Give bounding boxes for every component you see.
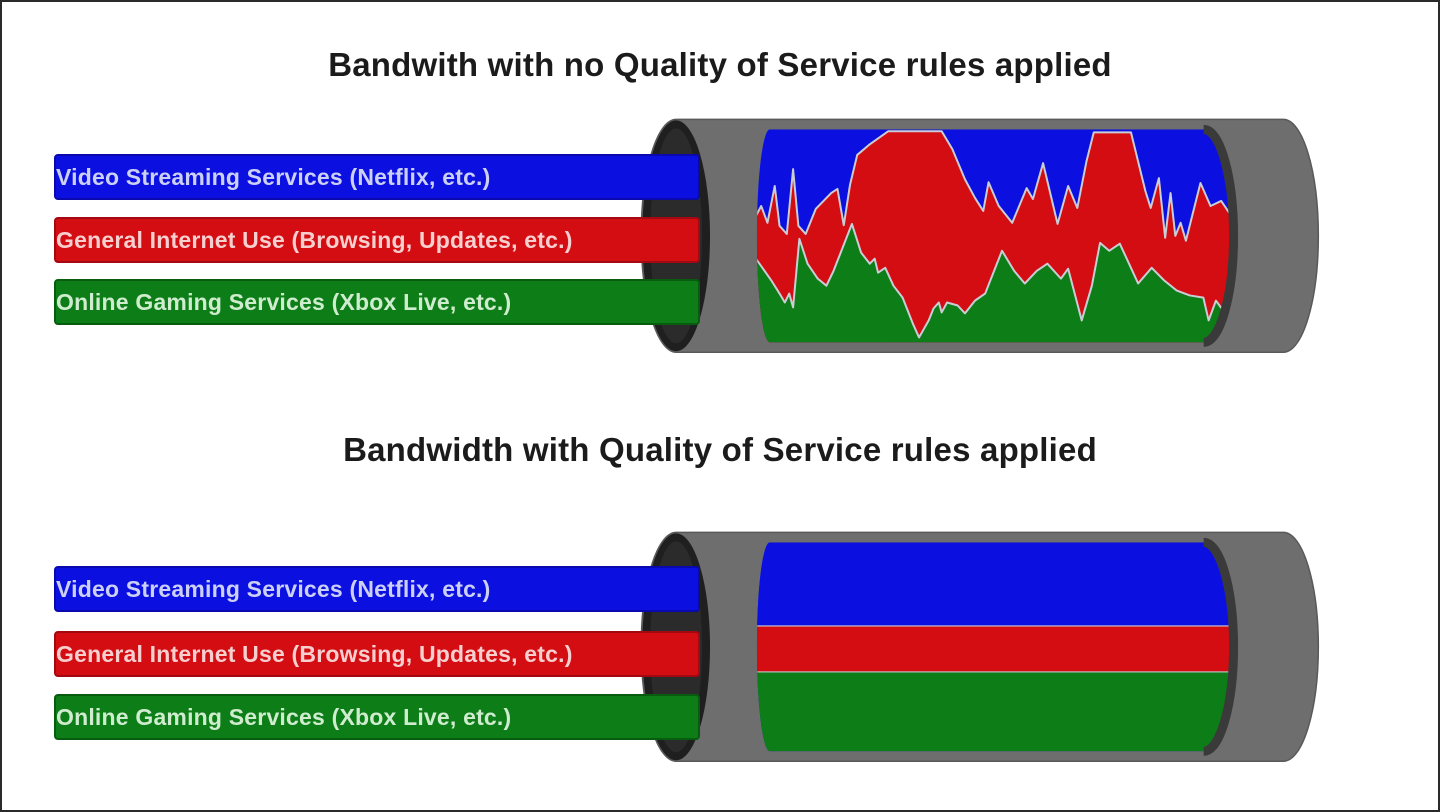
general-internet-bar-top: General Internet Use (Browsing, Updates,… bbox=[54, 217, 700, 263]
bar-label: Video Streaming Services (Netflix, etc.) bbox=[56, 575, 491, 602]
online-gaming-bar-bottom: Online Gaming Services (Xbox Live, etc.) bbox=[54, 694, 700, 740]
bar-label: Online Gaming Services (Xbox Live, etc.) bbox=[56, 288, 512, 315]
bar-label: General Internet Use (Browsing, Updates,… bbox=[56, 226, 573, 253]
video-streaming-bar-bottom: Video Streaming Services (Netflix, etc.) bbox=[54, 566, 700, 612]
general-internet-bar-bottom: General Internet Use (Browsing, Updates,… bbox=[54, 631, 700, 677]
section-title-no-qos: Bandwith with no Quality of Service rule… bbox=[328, 46, 1112, 83]
section-title-qos: Bandwidth with Quality of Service rules … bbox=[343, 431, 1097, 468]
video-streaming-bar-top: Video Streaming Services (Netflix, etc.) bbox=[54, 154, 700, 200]
online-gaming-bar-top: Online Gaming Services (Xbox Live, etc.) bbox=[54, 279, 700, 325]
bar-label: Online Gaming Services (Xbox Live, etc.) bbox=[56, 703, 512, 730]
bar-label: General Internet Use (Browsing, Updates,… bbox=[56, 640, 573, 667]
bar-label: Video Streaming Services (Netflix, etc.) bbox=[56, 163, 491, 190]
